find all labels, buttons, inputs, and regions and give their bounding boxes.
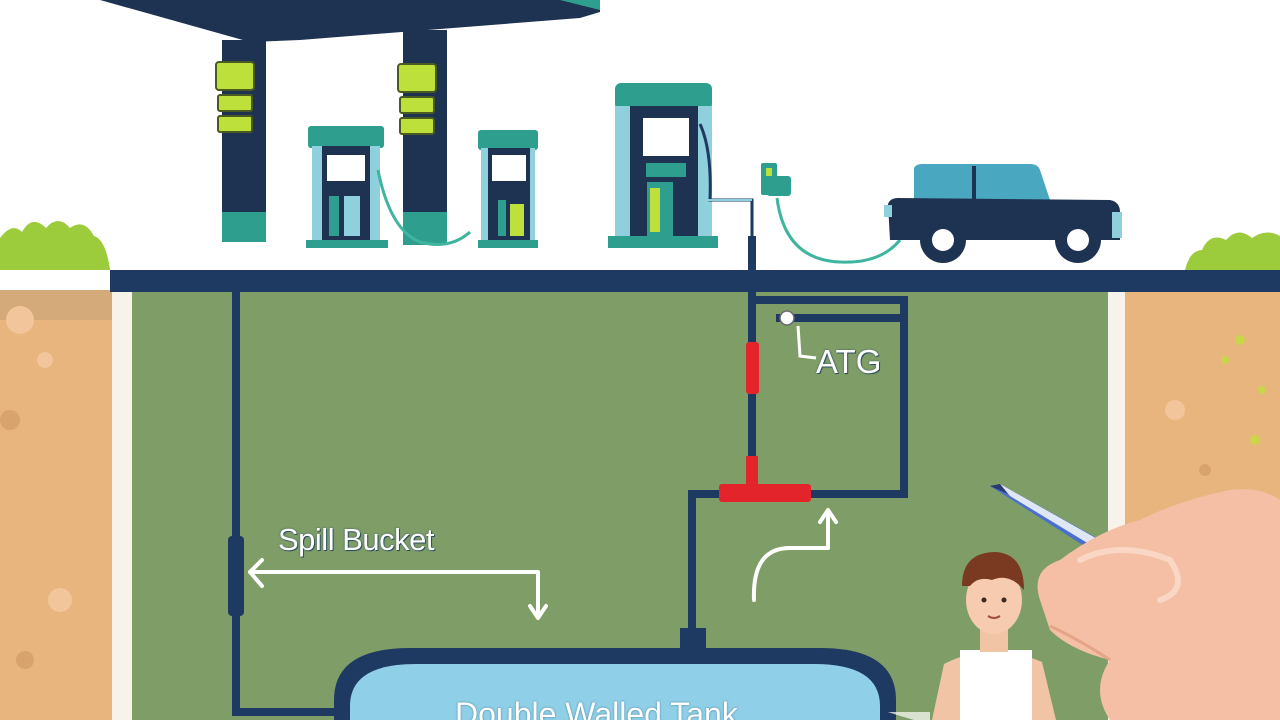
piping bbox=[232, 236, 908, 716]
fuel-pump-icon bbox=[608, 83, 754, 268]
fuel-nozzle-icon bbox=[761, 163, 902, 264]
spill-bucket-label: Spill Bucket bbox=[278, 522, 434, 557]
arrow-icon bbox=[248, 558, 548, 620]
fuel-pump-icon bbox=[306, 126, 472, 248]
atg-sensor-icon bbox=[779, 310, 817, 360]
price-sign-icon bbox=[215, 61, 255, 133]
fuel-pump-icon bbox=[478, 130, 538, 248]
car-icon bbox=[884, 164, 1122, 263]
grass-right bbox=[1185, 232, 1280, 270]
probe-valve-icon bbox=[746, 342, 759, 394]
arrow-icon bbox=[751, 508, 838, 602]
soil-left bbox=[0, 290, 112, 720]
double-walled-tank bbox=[334, 648, 896, 720]
tank-label: Double Walled Tank bbox=[455, 696, 738, 720]
price-sign-icon bbox=[397, 63, 437, 135]
pen-shadow bbox=[888, 712, 930, 720]
atg-label: ATG bbox=[816, 343, 882, 380]
soil-border-left bbox=[112, 290, 132, 720]
grass-left bbox=[0, 221, 110, 270]
spill-bucket-icon bbox=[228, 536, 244, 616]
person-icon bbox=[932, 552, 1056, 720]
manifold-valve-icon bbox=[719, 484, 811, 502]
hand-icon bbox=[1037, 489, 1280, 720]
surface-line bbox=[110, 270, 1280, 292]
